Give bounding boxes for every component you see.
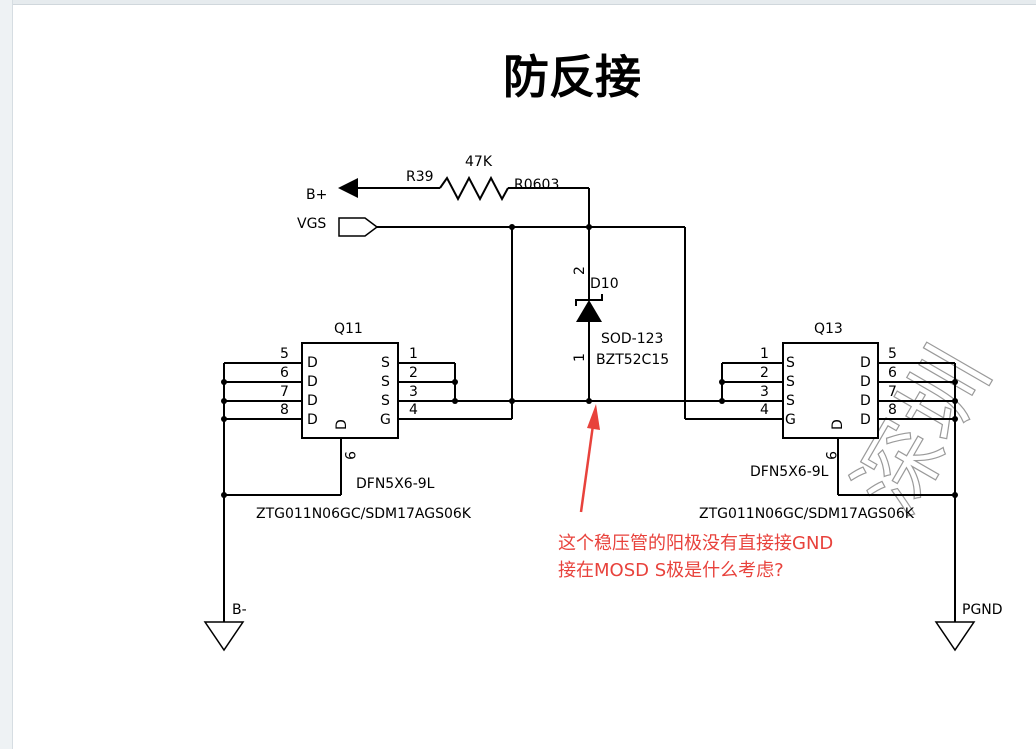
resistor-package: R0603 [514,177,559,193]
q11-right-label: S [381,374,390,390]
q11-left-label: D [307,412,318,428]
diode-pin-top: 2 [572,266,588,275]
q11-right-label: G [380,412,391,428]
q13-left-label: S [786,393,795,409]
q13-right-label: D [860,412,871,428]
q13-left-pin: 2 [760,365,769,381]
q13-part: ZTG011N06GC/SDM17AGS06K [699,506,915,522]
q11-part: ZTG011N06GC/SDM17AGS06K [256,506,472,522]
q13-right-label: D [860,374,871,390]
q11-left-label: D [307,355,318,371]
pgnd-label: PGND [962,602,1003,618]
q11-mosfet: Q11 D D D D S S S G D 5 6 7 8 1 2 3 4 9 [280,321,418,460]
q13-left-label: S [786,374,795,390]
q11-left-pin: 5 [280,346,289,362]
q13-left-pin: 1 [760,346,769,362]
vgs-port-icon [338,217,379,237]
q13-left-label: G [785,412,796,428]
schematic-title: 防反接 [503,50,641,104]
q13-mosfet: Q13 S S S G D D D D D 1 2 3 4 5 6 7 8 9 [760,321,897,460]
q13-right-label: D [860,393,871,409]
q11-left-pin: 8 [280,402,289,418]
left-gutter [0,0,13,749]
vgs-label: VGS [297,216,326,232]
q11-right-pin: 3 [409,384,418,400]
q13-right-label: D [860,355,871,371]
diode-ref: D10 [590,276,619,292]
wires [223,175,956,622]
q11-right-pin: 4 [409,402,418,418]
q13-left-label: S [786,355,795,371]
annotation-line-1: 这个稳压管的阳极没有直接接GND [558,533,833,554]
q13-ref: Q13 [814,321,843,337]
q13-right-pin: 6 [888,365,897,381]
bminus-label: B- [232,602,247,618]
resistor-value: 47K [465,154,493,170]
ground-icon [934,621,976,652]
ground-icon [203,621,245,652]
annotation-line-2: 接在MOSD S极是什么考虑? [558,560,784,581]
q11-ref: Q11 [334,321,363,337]
q11-left-pin: 6 [280,365,289,381]
diode-part: BZT52C15 [596,352,669,368]
q11-right-label: S [381,393,390,409]
q13-left-pin: 3 [760,384,769,400]
diode-package: SOD-123 [601,331,663,347]
bplus-port-icon [338,178,358,198]
zener-diode-icon [575,294,603,322]
diode-pin-bottom: 1 [572,353,588,362]
q13-bottom-pin: 9 [822,451,838,460]
q11-left-label: D [307,374,318,390]
resistor-ref: R39 [406,169,434,185]
q13-bottom-label: D [830,419,846,430]
q11-bottom-pin: 9 [341,451,357,460]
annotation-arrow-icon [579,404,600,513]
q13-package: DFN5X6-9L [750,464,829,480]
q11-right-pin: 2 [409,365,418,381]
q11-package: DFN5X6-9L [356,476,435,492]
q13-left-pin: 4 [760,402,769,418]
top-border [0,0,1036,5]
q11-left-label: D [307,393,318,409]
bplus-label: B+ [306,187,327,203]
q11-bottom-label: D [334,419,350,430]
junctions [221,224,958,498]
q11-left-pin: 7 [280,384,289,400]
q13-right-pin: 7 [888,384,897,400]
q13-right-pin: 8 [888,402,897,418]
q11-right-label: S [381,355,390,371]
q11-right-pin: 1 [409,346,418,362]
q13-right-pin: 5 [888,346,897,362]
